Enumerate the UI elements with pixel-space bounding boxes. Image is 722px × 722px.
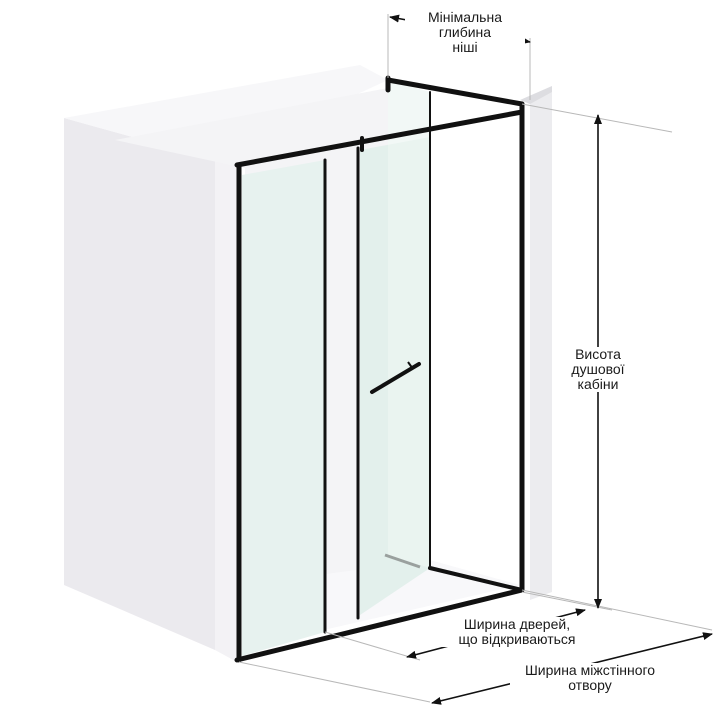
min-depth-line-1: Мінімальна	[427, 9, 502, 25]
opening-width-label: Ширина міжстінного отвору	[510, 663, 670, 693]
cabin-height-line-1: Висота	[575, 346, 621, 362]
cabin-height-line-2: душової	[571, 361, 625, 377]
side-depth-glass	[388, 80, 430, 568]
cabin-height-label: Висота душової кабіни	[553, 347, 643, 392]
min-depth-line-3: ніші	[452, 39, 478, 55]
cabin-height-line-3: кабіни	[577, 376, 619, 392]
left-fixed-glass	[242, 160, 325, 656]
door-width-label: Ширина дверей, що відкриваються	[432, 617, 602, 647]
opening-width-line-2: отвору	[568, 677, 612, 693]
opening-width-line-1: Ширина міжстінного	[524, 662, 656, 678]
right-wall	[530, 88, 552, 600]
bottom-rail-depth	[428, 566, 524, 592]
bottom-rail-front	[234, 587, 525, 663]
min-depth-label: Мінімальна глибина ніші	[405, 10, 525, 55]
left-wall-side	[64, 118, 215, 650]
right-wall-top	[520, 86, 552, 104]
top-rail-front	[234, 109, 525, 168]
door-width-line-1: Ширина дверей,	[463, 616, 571, 632]
door-handle	[370, 362, 421, 394]
door-seal	[384, 553, 421, 569]
cabin-frame	[234, 75, 525, 663]
door-handle-mount	[407, 361, 414, 370]
min-depth-line-2: глибина	[438, 24, 492, 40]
top-rail-depth	[385, 77, 525, 107]
left-wall-front	[215, 160, 237, 662]
door-width-line-2: що відкриваються	[458, 631, 576, 647]
